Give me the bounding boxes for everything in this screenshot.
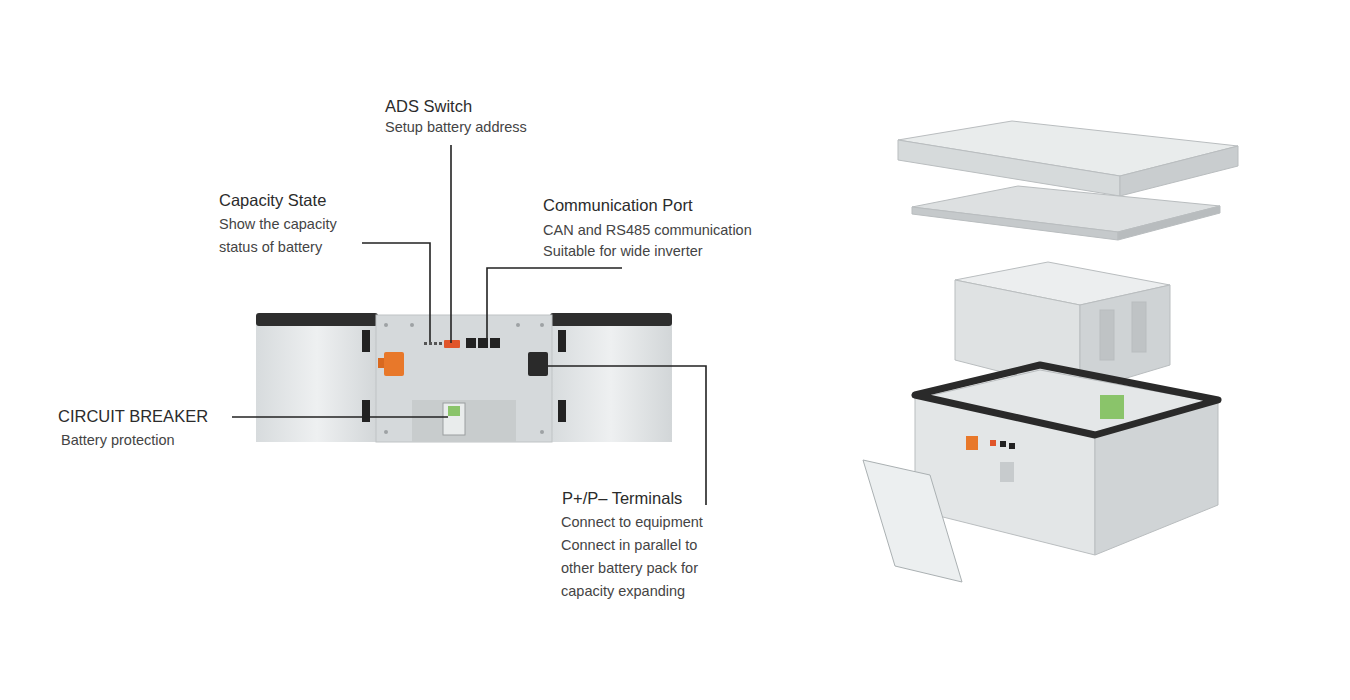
callout-text: Battery protection <box>61 429 281 452</box>
positive-terminal <box>966 436 978 450</box>
front-panel <box>863 460 962 582</box>
led <box>434 342 437 345</box>
callout-title: Capacity State <box>219 189 419 211</box>
comm-port <box>466 338 476 348</box>
callout-text: Suitable for wide inverter <box>543 240 803 263</box>
handle-slot <box>362 330 370 352</box>
comm-port <box>1009 443 1015 449</box>
callout-text: Connect to equipment <box>561 511 741 534</box>
negative-terminal <box>528 352 548 376</box>
handle-slot <box>558 400 566 422</box>
callout-text: Show the capacity status of battery <box>219 213 357 259</box>
callout-title: Communication Port <box>543 194 803 216</box>
base-rim <box>915 365 1218 435</box>
ads-switch <box>990 440 996 446</box>
positive-terminal <box>384 352 404 376</box>
leader-line <box>232 416 448 418</box>
callout-title: P+/P– Terminals <box>562 487 782 509</box>
callout-title: CIRCUIT BREAKER <box>58 405 278 427</box>
led <box>429 342 432 345</box>
screw <box>540 323 544 327</box>
cell-bracket <box>1132 302 1146 352</box>
top-cover-side <box>1120 146 1238 196</box>
led <box>439 342 442 345</box>
breaker-recess <box>412 400 516 442</box>
comm-port <box>1000 441 1006 447</box>
leader-line <box>548 366 706 505</box>
base-side <box>1095 400 1218 555</box>
led <box>424 342 427 345</box>
front-view <box>256 313 672 442</box>
callout-title: ADS Switch <box>385 95 605 117</box>
battery-module <box>550 318 672 442</box>
capacity-leds <box>424 342 442 345</box>
inner-plate-side <box>1118 206 1220 240</box>
cell-bracket <box>1100 310 1114 360</box>
ads-switch <box>444 340 460 348</box>
comm-port <box>490 338 500 348</box>
module-top-bar <box>256 313 378 326</box>
module-top-bar <box>550 313 672 326</box>
inner-plate-side <box>912 207 1118 240</box>
exploded-view <box>863 121 1238 582</box>
comm-port <box>478 338 488 348</box>
callout-text: Setup battery address <box>385 116 605 139</box>
bms-board <box>1100 395 1124 419</box>
screw <box>384 430 388 434</box>
screw <box>540 430 544 434</box>
battery-module <box>256 318 378 442</box>
callout-text: Connect in parallel to other battery pac… <box>561 534 723 603</box>
circuit-breaker <box>443 403 465 435</box>
screw <box>410 323 414 327</box>
screw <box>384 323 388 327</box>
callout-text: CAN and RS485 communication <box>543 219 803 242</box>
handle-slot <box>362 400 370 422</box>
breaker-lever <box>448 406 460 416</box>
handle-slot <box>558 330 566 352</box>
screw <box>516 323 520 327</box>
leader-line <box>362 243 430 342</box>
leader-line <box>487 268 622 338</box>
leader-line <box>450 145 452 343</box>
control-panel <box>376 315 552 442</box>
circuit-breaker <box>1000 462 1014 482</box>
